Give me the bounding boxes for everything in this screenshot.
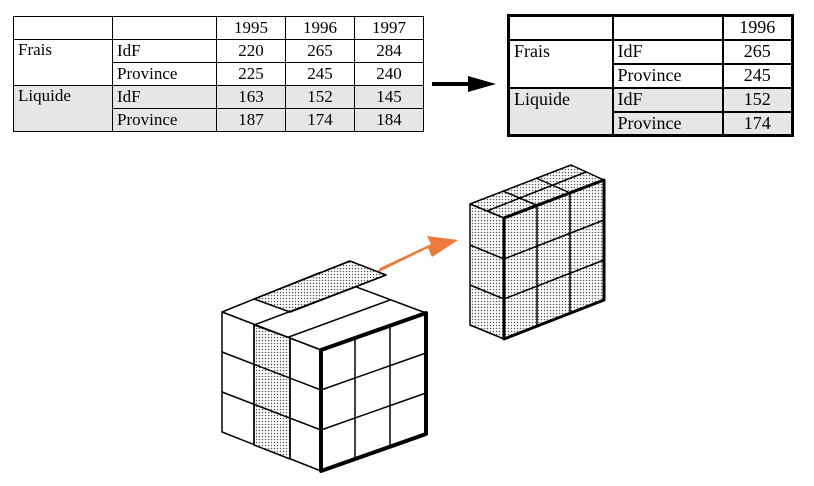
group-label: Frais	[507, 38, 614, 89]
result-corner-cell	[507, 14, 614, 41]
cube-side-face	[319, 311, 428, 473]
value-cell: 184	[354, 108, 424, 132]
value-cell: 187	[216, 108, 286, 132]
table-row: Province 187 174 184	[14, 108, 424, 132]
value-cell: 284	[354, 39, 424, 63]
result-corner-cell	[611, 14, 724, 41]
value-cell: 245	[285, 62, 355, 86]
value-cell: 174	[721, 110, 794, 137]
table-row: Province 174	[509, 110, 794, 137]
source-table: 1995 1996 1997 Frais IdF 220 265 284 Pro…	[13, 16, 424, 132]
value-cell: 163	[216, 85, 286, 109]
value-cell: 225	[216, 62, 286, 86]
result-table: 1996 Frais IdF 265 Province 245 Liquide …	[507, 14, 794, 137]
region-label: Province	[611, 62, 724, 89]
region-label: IdF	[611, 38, 724, 65]
region-label: IdF	[611, 86, 724, 113]
value-cell: 265	[721, 38, 794, 65]
data-cube	[221, 260, 428, 473]
cube-slice	[469, 164, 606, 341]
value-cell: 265	[285, 39, 355, 63]
group-label: Frais	[13, 39, 113, 86]
value-cell: 152	[285, 85, 355, 109]
region-label: Province	[611, 110, 724, 137]
table-row: Province 245	[509, 62, 794, 89]
group-label: Liquide	[507, 86, 614, 137]
table-row: Province 225 245 240	[14, 62, 424, 86]
cube-front-slice	[253, 324, 291, 460]
value-cell: 240	[354, 62, 424, 86]
region-label: IdF	[112, 85, 217, 109]
cube-arrow-shape	[377, 236, 458, 273]
value-cell: 152	[721, 86, 794, 113]
value-cell: 245	[721, 62, 794, 89]
source-year-header: 1996	[285, 16, 355, 40]
value-cell: 145	[354, 85, 424, 109]
table-arrow-head	[468, 76, 496, 92]
source-year-header: 1995	[216, 16, 286, 40]
table-row: Liquide IdF 163 152 145	[13, 85, 424, 132]
result-header-row: 1996	[507, 14, 794, 41]
group-label: Liquide	[13, 85, 113, 132]
region-label: Province	[112, 108, 217, 132]
slice-front-face	[469, 203, 505, 340]
cube-arrow	[377, 236, 458, 273]
table-row: Frais IdF 265	[507, 38, 794, 89]
result-year-header: 1996	[721, 14, 794, 41]
table-row: Frais IdF 220 265 284	[13, 39, 424, 86]
table-arrow	[432, 76, 496, 92]
table-row: Liquide IdF 152	[507, 86, 794, 137]
